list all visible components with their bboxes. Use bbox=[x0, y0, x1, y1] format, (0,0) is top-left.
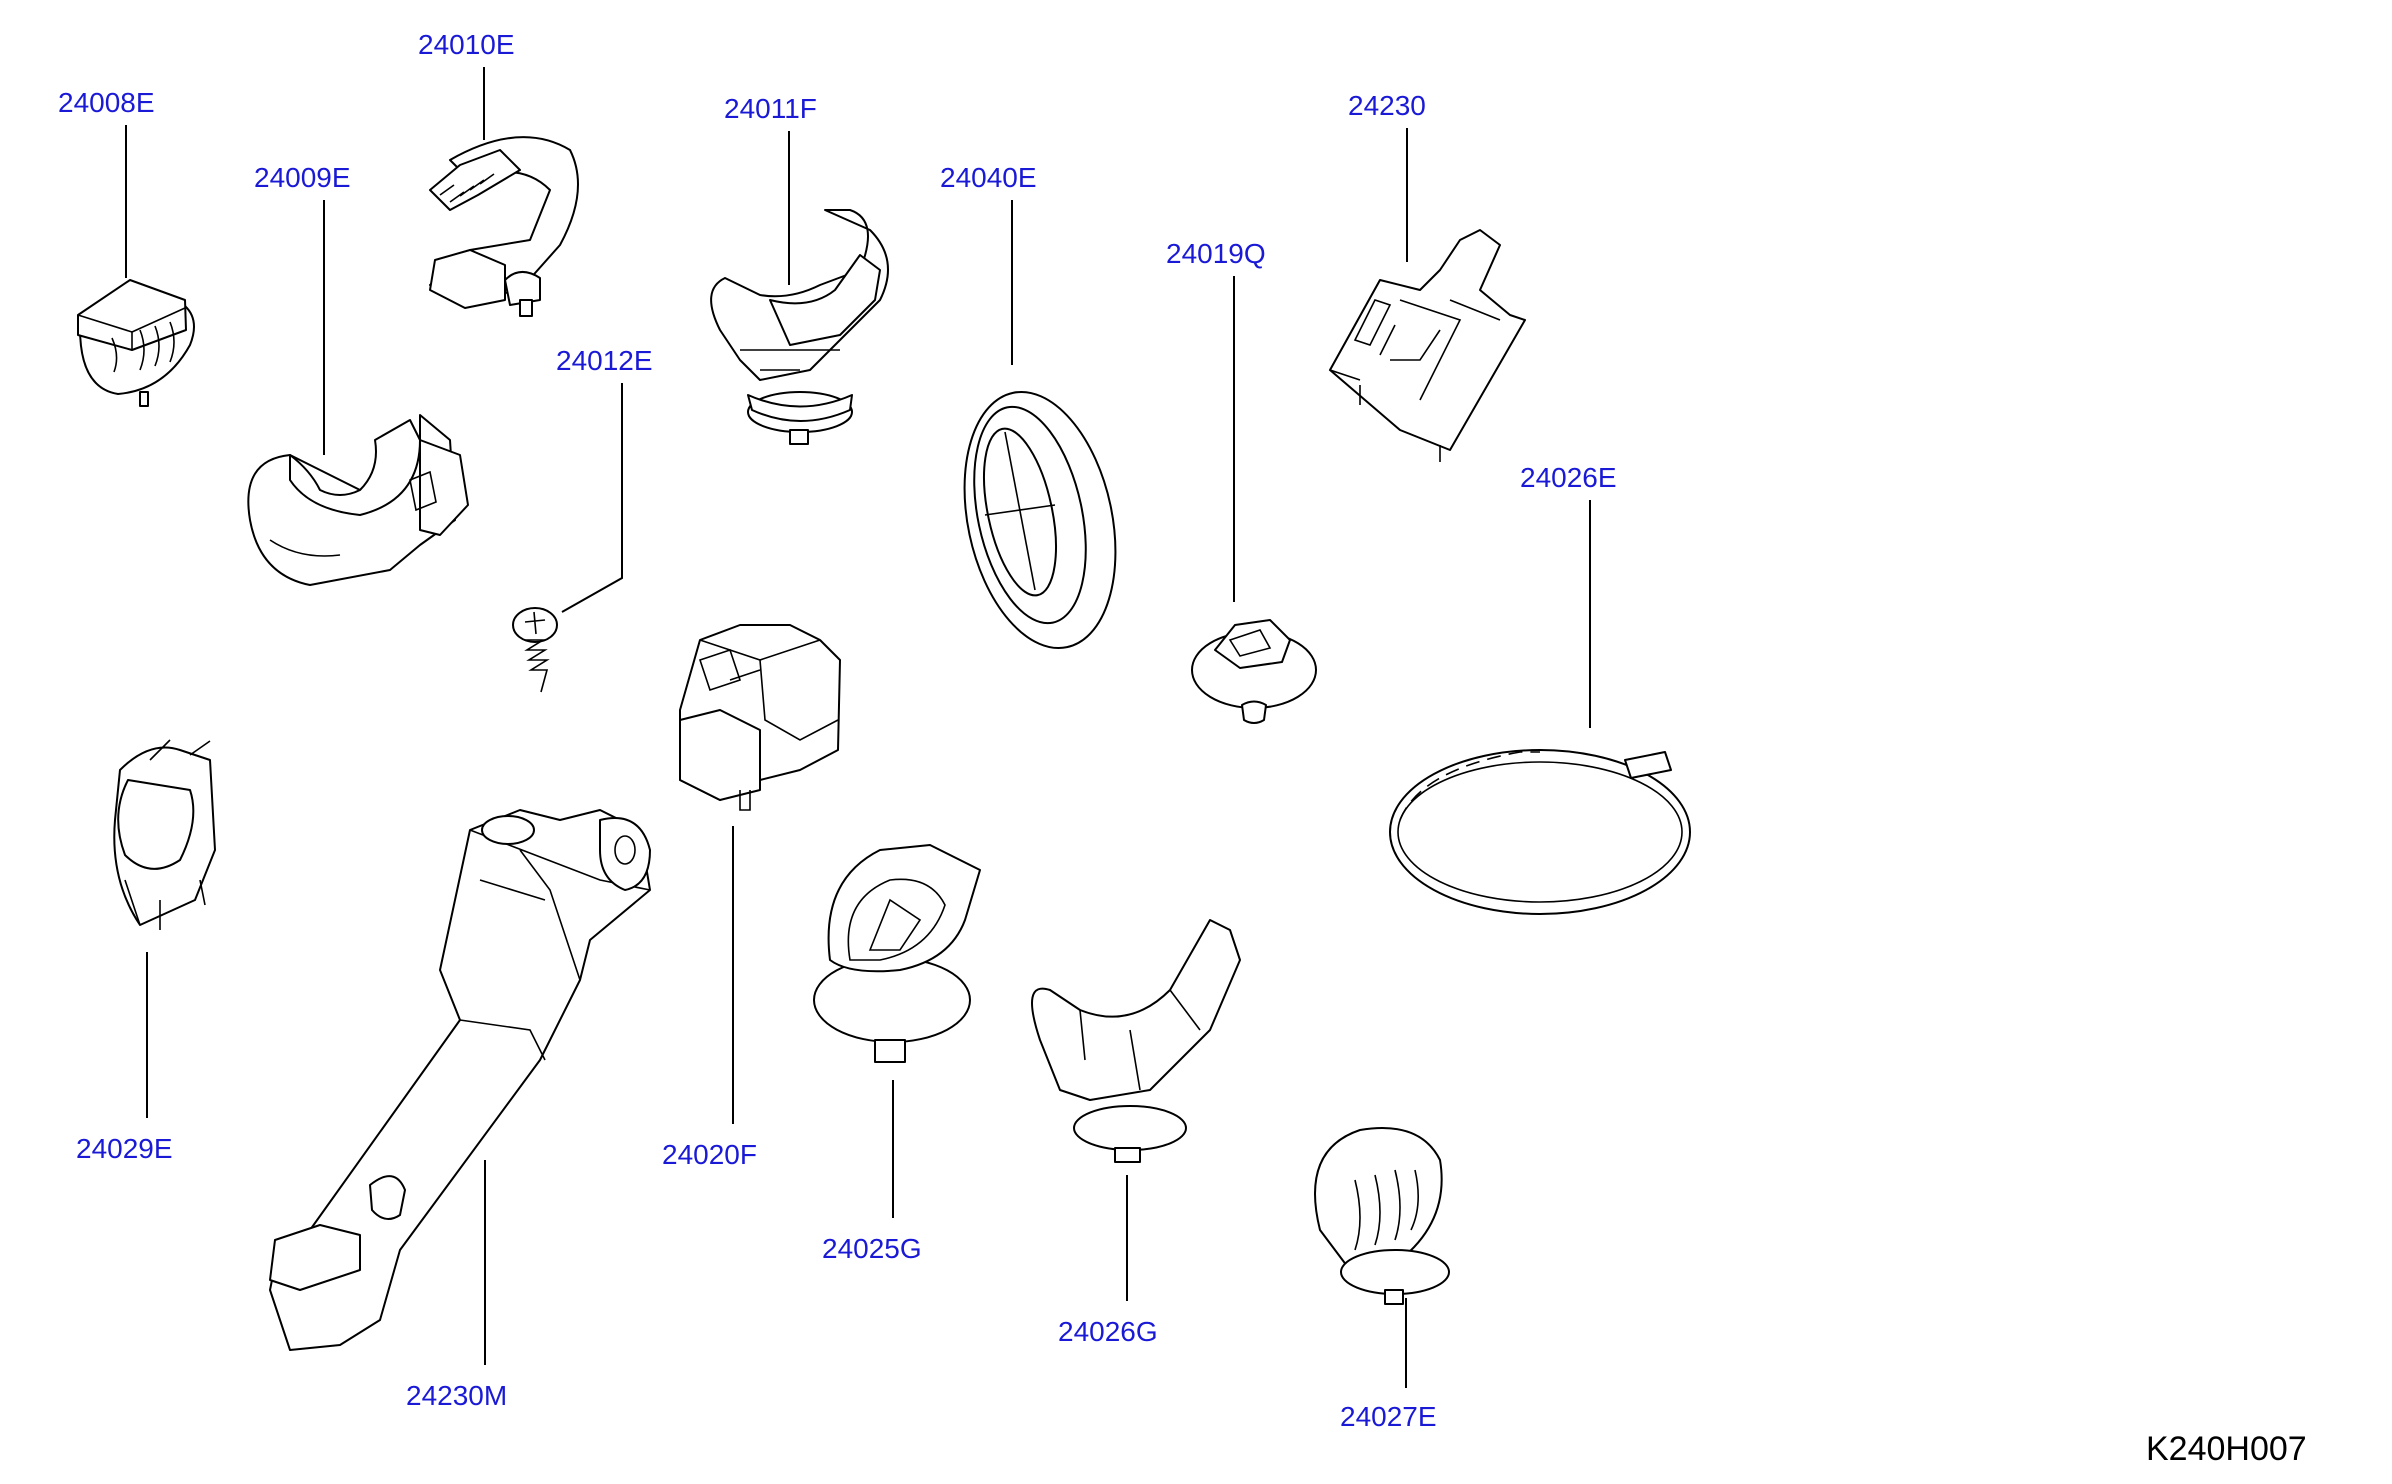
clip-24029E bbox=[113, 739, 216, 930]
diagram-code: K240H007 bbox=[2146, 1430, 2307, 1468]
part-label-24025G[interactable]: 24025G bbox=[822, 1233, 922, 1264]
part-label-24019Q[interactable]: 24019Q bbox=[1166, 238, 1266, 269]
leader-lines bbox=[125, 67, 1591, 1388]
clip-24027E bbox=[1314, 1127, 1450, 1305]
bracket-24230 bbox=[1328, 229, 1526, 462]
part-label-24027E[interactable]: 24027E bbox=[1340, 1401, 1437, 1432]
clip-24011F bbox=[710, 209, 889, 445]
part-label-24040E[interactable]: 24040E bbox=[940, 162, 1037, 193]
part-label-24026G[interactable]: 24026G bbox=[1058, 1316, 1158, 1347]
part-label-24026E[interactable]: 24026E bbox=[1520, 462, 1617, 493]
clip-24008E bbox=[77, 279, 195, 407]
part-label-24012E[interactable]: 24012E bbox=[556, 345, 653, 376]
part-label-24029E[interactable]: 24029E bbox=[76, 1133, 173, 1164]
clip-24020F bbox=[679, 624, 841, 811]
clip-24010E bbox=[429, 136, 579, 317]
part-label-24020F[interactable]: 24020F bbox=[662, 1139, 757, 1170]
clip-24009E bbox=[247, 414, 469, 586]
part-label-24011F[interactable]: 24011F bbox=[724, 93, 817, 124]
clip-24025G bbox=[813, 844, 981, 1063]
part-label-24230[interactable]: 24230 bbox=[1348, 90, 1426, 121]
grommet-24040E bbox=[963, 390, 1117, 650]
part-label-24009E[interactable]: 24009E bbox=[254, 162, 351, 193]
clip-24026G bbox=[1031, 919, 1241, 1163]
part-label-24010E[interactable]: 24010E bbox=[418, 29, 515, 60]
bracket-24230M bbox=[269, 809, 651, 1351]
part-label-24230M[interactable]: 24230M bbox=[406, 1380, 507, 1411]
part-label-24008E[interactable]: 24008E bbox=[58, 87, 155, 118]
clip-24019Q bbox=[1191, 619, 1317, 724]
band-24026E bbox=[1389, 749, 1691, 915]
screw-24012E bbox=[512, 607, 558, 693]
